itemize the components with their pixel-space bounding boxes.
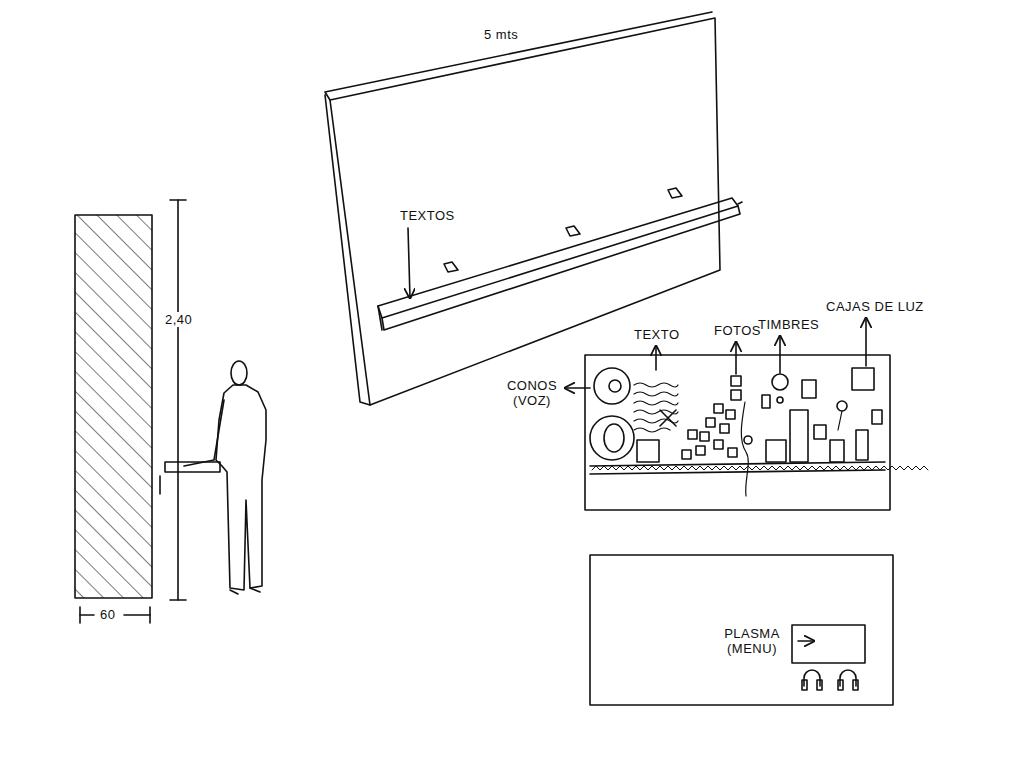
- shelf-front: [378, 206, 740, 330]
- voice-cone: [590, 416, 634, 460]
- figure-head: [231, 361, 247, 385]
- plasma-screen: [792, 625, 865, 663]
- photo-square: [714, 440, 723, 449]
- leader-arrow: [779, 336, 781, 373]
- text-box: [637, 440, 659, 462]
- dimension-label: 5 mts: [482, 27, 520, 42]
- sketch-strokes: [75, 12, 928, 705]
- photo-grid: [682, 376, 741, 459]
- light-box: [856, 430, 868, 460]
- photo-square: [706, 418, 715, 427]
- width-dimension-line: [124, 614, 150, 616]
- shelf-object: [668, 188, 682, 198]
- photo-square: [731, 390, 741, 400]
- voice-cone-center: [604, 424, 624, 452]
- text-block-scribble: [660, 410, 676, 426]
- photo-square: [688, 430, 697, 439]
- callout-label: PLASMA (MENU): [716, 626, 788, 656]
- shelf-height-mark: [159, 476, 161, 494]
- bell-button: [744, 436, 752, 444]
- figure-body: [216, 385, 266, 590]
- dimension-tick: [79, 607, 81, 623]
- callout-label: TEXTO: [634, 327, 680, 342]
- leader-arrow: [655, 346, 657, 370]
- voice-cone-center: [609, 380, 621, 392]
- leader-arrow: [798, 640, 814, 642]
- dimension-label: 60: [98, 607, 117, 622]
- bell-button: [777, 397, 783, 403]
- callout-label: TEXTOS: [400, 208, 455, 223]
- bell-button: [837, 401, 847, 411]
- light-box: [872, 410, 882, 424]
- text-block-scribble: [634, 383, 678, 432]
- width-dimension-line: [80, 614, 94, 616]
- light-box: [766, 440, 786, 462]
- photo-square: [728, 448, 737, 457]
- panel-elevation: [590, 555, 893, 705]
- leader-arrow: [735, 342, 737, 374]
- light-box: [814, 425, 826, 439]
- shelf-object: [444, 262, 458, 272]
- dimension-label: 2,40: [163, 312, 194, 327]
- wall-thickness: [325, 12, 712, 405]
- voice-cone: [594, 368, 630, 404]
- photo-square: [700, 432, 709, 441]
- leader-arrow: [865, 318, 867, 366]
- callout-label: FOTOS: [714, 323, 761, 338]
- light-box: [790, 410, 808, 462]
- photo-square: [731, 376, 741, 386]
- bell-button: [772, 374, 788, 390]
- callout-label: TIMBRES: [758, 317, 819, 332]
- leader-arrow: [408, 228, 410, 298]
- photo-square: [682, 450, 691, 459]
- dimension-tick: [170, 199, 186, 201]
- headphones-icon: [802, 670, 822, 690]
- leader-arrow: [565, 387, 590, 389]
- wall-face: [330, 18, 720, 405]
- light-box: [802, 380, 816, 398]
- bell-cable: [838, 411, 842, 430]
- photo-square: [714, 404, 723, 413]
- shelf-object: [566, 226, 580, 236]
- light-box: [852, 368, 874, 390]
- ground-hatch: [592, 466, 928, 470]
- figure-arm: [184, 400, 224, 466]
- photo-square: [726, 410, 735, 419]
- light-box: [762, 395, 770, 408]
- light-box: [830, 440, 844, 462]
- callout-label: CAJAS DE LUZ: [826, 299, 924, 314]
- panel-elevation: [585, 355, 890, 510]
- wall-section: [75, 215, 152, 598]
- photo-square: [720, 424, 729, 433]
- height-dimension-line: [177, 200, 179, 600]
- photo-square: [696, 446, 705, 455]
- callout-label: CONOS (VOZ): [503, 378, 561, 408]
- bell-cable: [741, 402, 748, 496]
- figure-feet: [230, 588, 260, 594]
- shelf-top: [378, 198, 738, 318]
- dimension-tick: [170, 599, 186, 601]
- dimension-tick: [149, 607, 151, 623]
- shelf-end: [738, 202, 742, 204]
- headphones-icon: [838, 670, 858, 690]
